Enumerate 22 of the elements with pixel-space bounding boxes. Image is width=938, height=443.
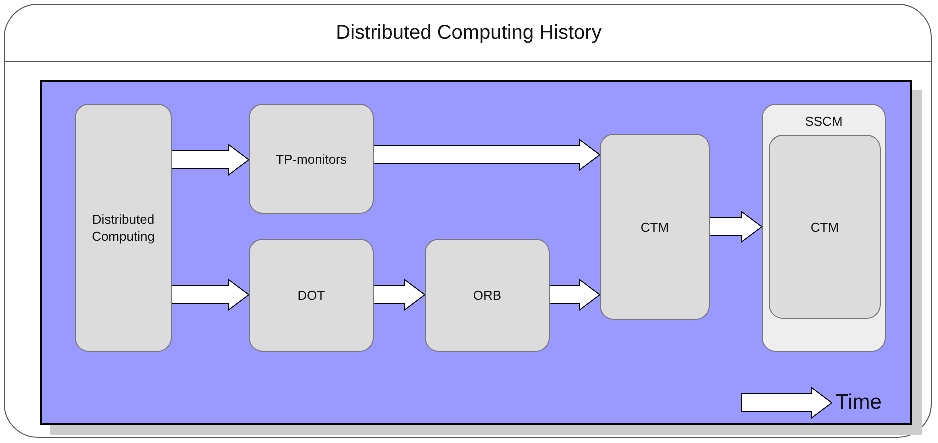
- node-label: DOT: [296, 287, 326, 304]
- process-box: [249, 239, 374, 352]
- diagram-title: Distributed Computing History: [335, 21, 603, 46]
- process-box: [769, 135, 881, 319]
- block-arrow: [374, 139, 601, 171]
- block-arrow: [550, 279, 601, 311]
- block-arrow: [172, 279, 250, 311]
- process-box: [75, 104, 172, 352]
- process-box: [249, 104, 374, 214]
- node-label: CTM: [640, 218, 670, 236]
- node-label: CTM: [810, 218, 840, 236]
- node-label: ORB: [472, 287, 503, 304]
- node-label: Distributed Computing: [91, 211, 156, 245]
- axis-label: Time: [836, 391, 882, 415]
- node-label: TP-monitors: [275, 150, 348, 168]
- block-arrow: [172, 144, 250, 176]
- process-box: [425, 239, 550, 352]
- block-arrow: [374, 279, 426, 311]
- process-box: [600, 134, 710, 320]
- group-box: [762, 104, 886, 352]
- block-arrow: [710, 211, 763, 243]
- node-label: SSCM: [804, 113, 844, 130]
